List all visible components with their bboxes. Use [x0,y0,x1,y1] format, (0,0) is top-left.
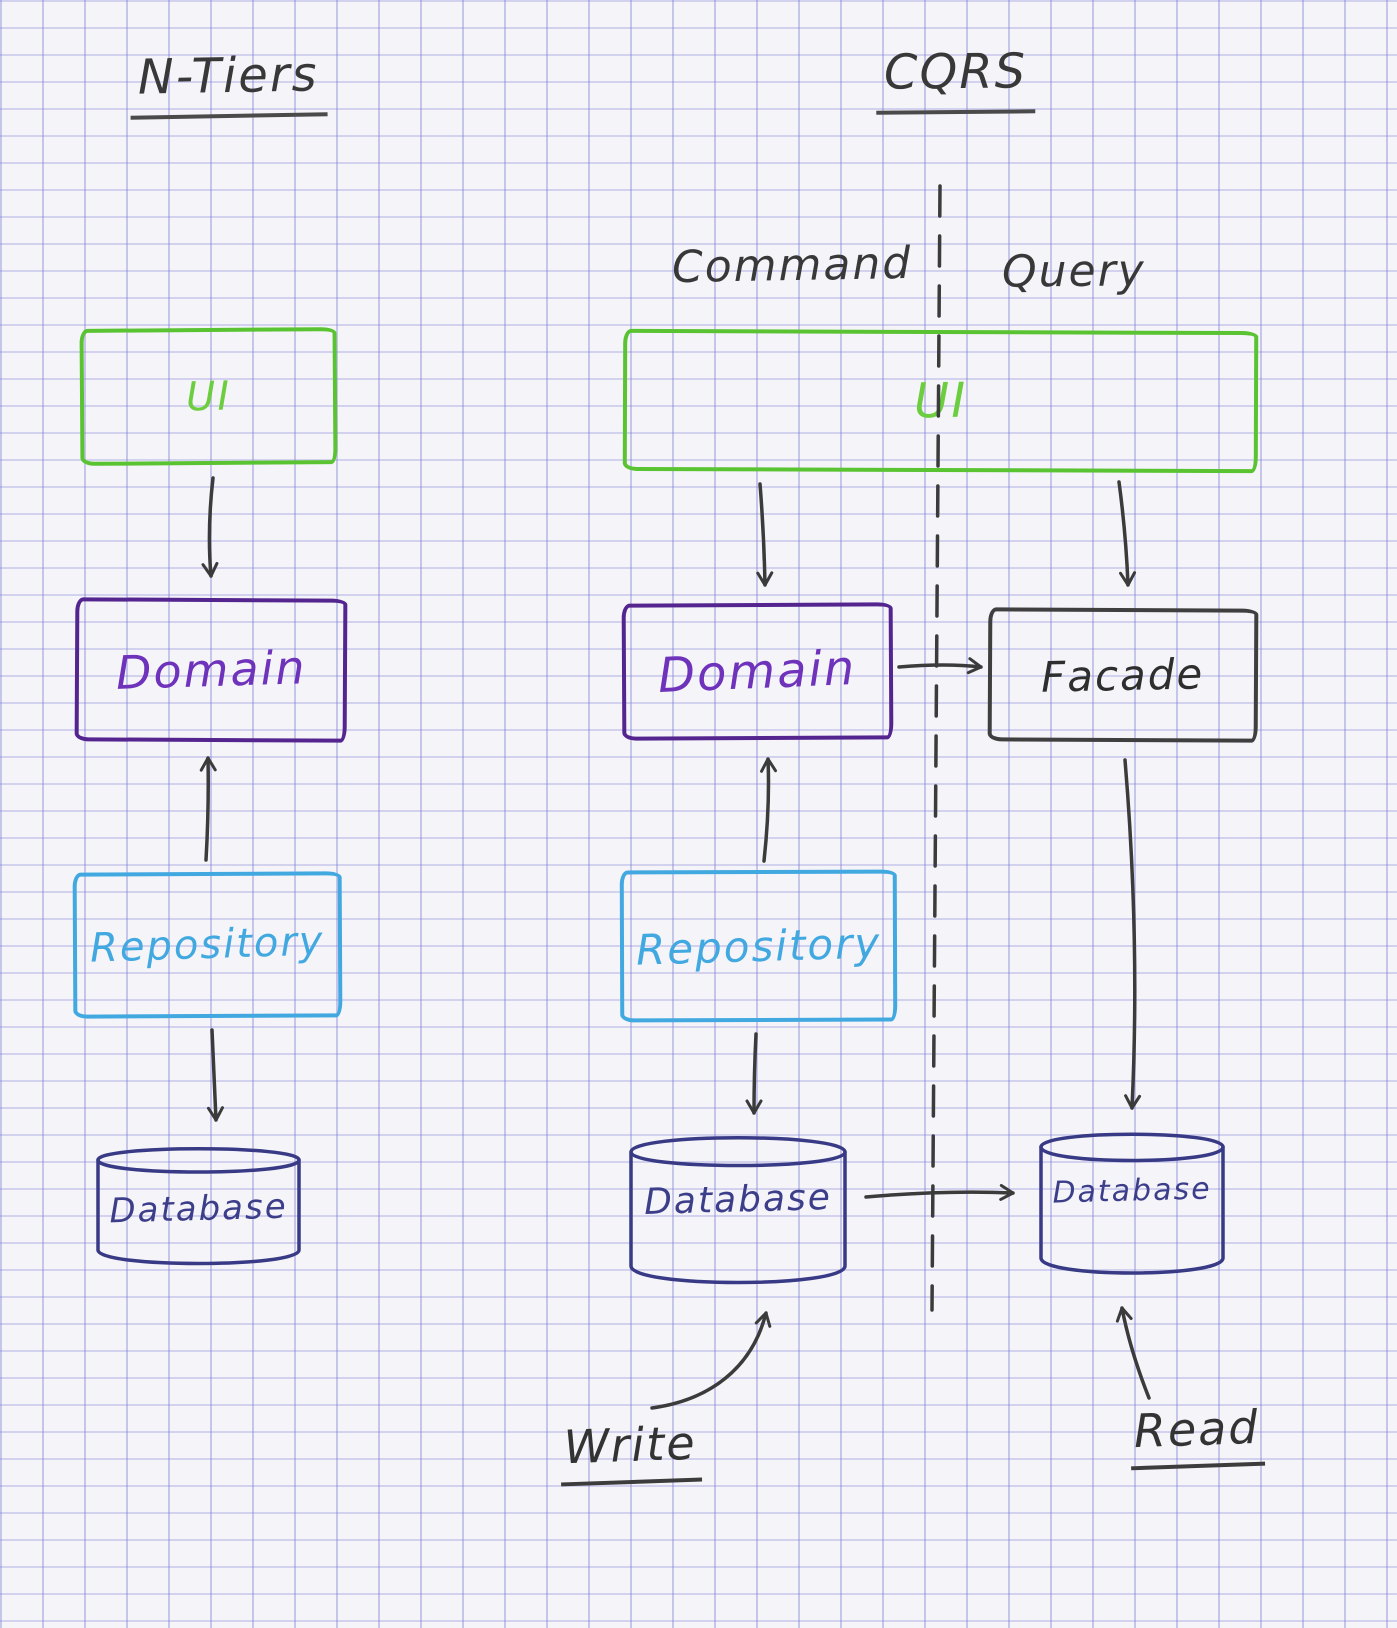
ntiers-ui-label: UI [185,372,232,421]
cqrs-facade-box: Facade [987,607,1259,743]
read-label: Read [1128,1399,1265,1471]
ntiers-repository-label: Repository [89,918,326,972]
arrow-cqrs-database-command-to-database-query [864,1183,1015,1201]
database-cylinder-icon [629,1136,847,1285]
cqrs-domain-label: Domain [657,639,858,704]
arrow-read-to-database-query [1115,1306,1151,1400]
database-cylinder-icon [96,1147,301,1266]
cqrs-domain-box: Domain [621,602,894,741]
arrow-cqrs-facade-to-database [1123,758,1142,1110]
command-column-label: Command [671,237,913,294]
cqrs-database-command-label: Database [643,1177,833,1224]
cqrs-title: CQRS [875,43,1036,115]
arrow-ntiers-repository-to-domain [199,756,217,862]
ntiers-domain-box: Domain [74,597,348,743]
arrow-cqrs-ui-to-domain [756,482,774,587]
query-column-label: Query [1001,245,1146,298]
cqrs-repository-label: Repository [635,917,882,975]
arrow-cqrs-repository-to-domain [760,757,778,863]
cqrs-repository-box: Repository [619,869,898,1023]
ntiers-repository-box: Repository [72,871,343,1019]
ntiers-title-text: N-Tiers [137,46,320,106]
arrow-cqrs-domain-to-facade [897,657,983,675]
cqrs-ui-label: UI [913,372,968,430]
arrow-cqrs-repository-to-database [745,1032,763,1115]
cqrs-ui-box: UI [622,328,1259,474]
cqrs-title-text: CQRS [883,43,1028,101]
database-cylinder-icon [1039,1132,1225,1275]
ntiers-database: Database [95,1140,302,1272]
ntiers-title: N-Tiers [129,46,328,120]
arrow-ntiers-repository-to-database [206,1028,224,1122]
cqrs-database-command: Database [628,1128,848,1292]
cqrs-database-query: Database [1038,1125,1226,1282]
ntiers-domain-label: Domain [114,640,308,700]
arrow-write-to-database-command [650,1311,772,1410]
arrow-cqrs-ui-to-facade [1117,480,1137,587]
cqrs-facade-label: Facade [1040,648,1206,702]
ntiers-database-label: Database [108,1186,289,1231]
cqrs-database-query-label: Database [1051,1171,1213,1211]
ntiers-ui-box: UI [79,327,338,466]
arrow-ntiers-ui-to-domain [201,476,219,578]
write-label: Write [558,1415,702,1487]
